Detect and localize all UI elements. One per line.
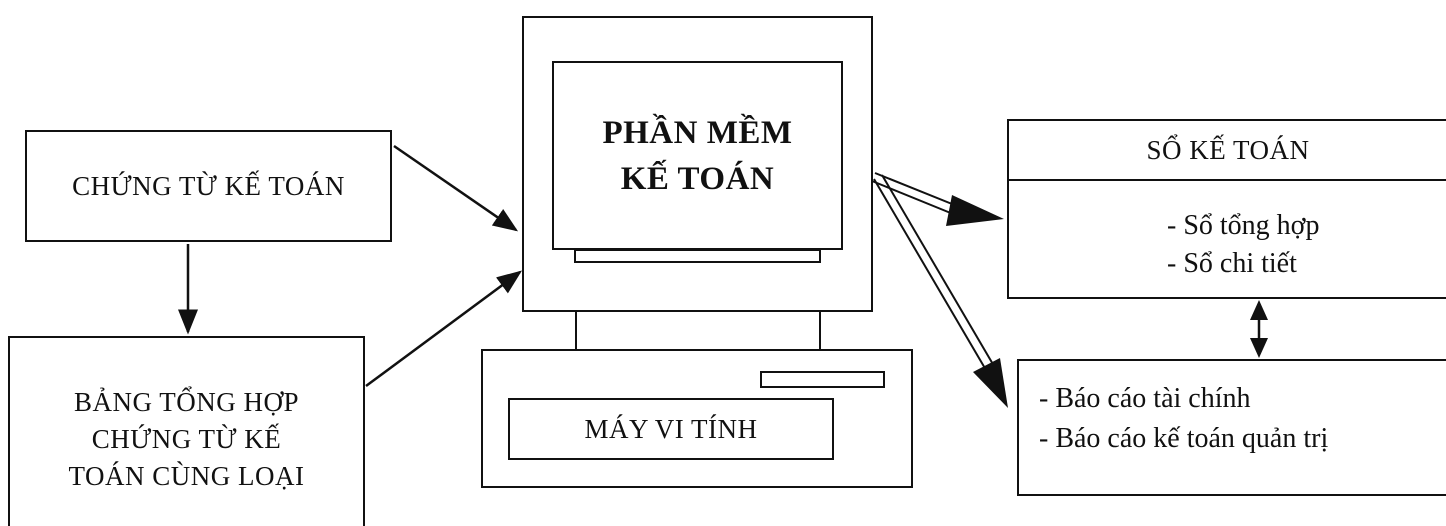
arrow-computer-to-ledger	[871, 172, 1004, 226]
screen-bezel-strip	[574, 249, 821, 263]
arrow-computer-to-reports	[873, 174, 1008, 408]
summary-line-2: CHỨNG TỪ KẾ	[91, 424, 282, 454]
ledger-title-band: SỔ KẾ TOÁN	[1009, 121, 1446, 181]
ledger-item-1: - Sổ tổng hợp	[1167, 210, 1320, 241]
computer-label-box: MÁY VI TÍNH	[508, 398, 834, 460]
source-documents-box: CHỨNG TỪ KẾ TOÁN	[25, 130, 392, 242]
computer-label: MÁY VI TÍNH	[584, 413, 758, 444]
ledger-box: SỔ KẾ TOÁN - Sổ tổng hợp - Sổ chi tiết	[1007, 119, 1446, 299]
source-documents-label: CHỨNG TỪ KẾ TOÁN	[72, 170, 345, 201]
report-item-1: - Báo cáo tài chính	[1039, 383, 1251, 414]
summary-line-1: BẢNG TỔNG HỢP	[73, 387, 300, 417]
disk-drive-slot	[760, 371, 885, 388]
arrow-summary-to-computer	[365, 270, 523, 388]
summary-line-3: TOÁN CÙNG LOẠI	[68, 461, 305, 491]
monitor-stand	[575, 310, 821, 352]
report-item-2: - Báo cáo kế toán quản trị	[1039, 423, 1329, 454]
software-line-2: KẾ TOÁN	[620, 160, 775, 197]
reports-box: - Báo cáo tài chính - Báo cáo kế toán qu…	[1017, 359, 1446, 496]
monitor-screen: PHẦN MỀM KẾ TOÁN	[552, 61, 843, 250]
software-line-1: PHẦN MỀM	[602, 114, 793, 151]
arrow-documents-to-computer	[393, 144, 519, 232]
ledger-title: SỔ KẾ TOÁN	[1146, 134, 1310, 165]
arrow-ledger-reports-bidirectional	[1250, 300, 1268, 358]
summary-table-box: BẢNG TỔNG HỢP CHỨNG TỪ KẾ TOÁN CÙNG LOẠI	[8, 336, 365, 526]
ledger-item-2: - Sổ chi tiết	[1167, 248, 1297, 279]
